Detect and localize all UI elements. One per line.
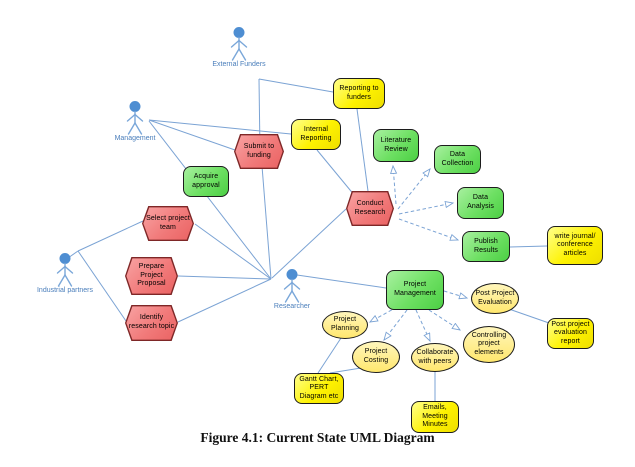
- actor-management: Management: [115, 101, 155, 142]
- connector-industrial-selectteam: [77, 220, 144, 252]
- connector-internalreporting-conductresearch: [316, 149, 356, 197]
- arrow-pm-posteval: [443, 290, 467, 298]
- node-project-management: Project Management: [386, 270, 444, 310]
- node-write-journal-articles: write journal/ conference articles: [547, 226, 603, 265]
- actor-label: Researcher: [273, 303, 311, 310]
- node-conduct-research: Conduct Research: [346, 191, 394, 226]
- connector-industrial-identifytopic: [77, 250, 127, 322]
- node-emails-meeting-minutes: Emails, Meeting Minutes: [411, 401, 459, 433]
- actor-industrial-partners: Industrial partners: [37, 253, 93, 294]
- node-prepare-project-proposal: Prepare Project Proposal: [125, 257, 178, 295]
- connector-management-internalreporting: [148, 119, 292, 135]
- connector-researcher-projectmgmt: [296, 274, 387, 289]
- connector-submit-researcher: [261, 165, 272, 280]
- connector-planning-gantt: [317, 337, 342, 374]
- stick-figure-icon: [126, 101, 144, 135]
- node-data-analysis: Data Analysis: [457, 187, 504, 219]
- connector-proposal-researcher: [177, 275, 272, 280]
- actor-researcher: Researcher: [274, 269, 310, 310]
- connector-selectteam-researcher: [194, 223, 272, 280]
- actor-label: Management: [114, 135, 156, 142]
- arrow-pm-planning: [370, 306, 398, 322]
- node-identify-research-topic: Identify research topic: [125, 305, 178, 341]
- connector-costing-gantt: [329, 367, 362, 374]
- arrow-conduct-dataanalysis: [398, 203, 453, 215]
- figure-caption: Figure 4.1: Current State UML Diagram: [200, 430, 435, 445]
- node-project-costing: Project Costing: [352, 341, 400, 373]
- connector-publish-writejournal: [509, 245, 548, 248]
- node-post-project-evaluation: Post Project Evaluation: [471, 283, 519, 314]
- node-project-planning: Project Planning: [322, 311, 368, 339]
- node-post-project-evaluation-report: Post project evaluation report: [547, 318, 594, 349]
- node-data-collection: Data Collection: [434, 145, 481, 174]
- arrow-pm-collaborate: [415, 309, 430, 341]
- connector-identifytopic-researcher: [177, 278, 272, 323]
- actor-label: Industrial partners: [36, 287, 94, 294]
- stick-figure-icon: [230, 27, 248, 61]
- connector-reporting-conductresearch: [356, 108, 369, 192]
- stick-figure-icon: [56, 253, 74, 287]
- arrow-pm-controlling: [428, 309, 460, 330]
- arrow-pm-costing: [384, 309, 408, 340]
- node-literature-review: Literature Review: [373, 129, 419, 162]
- connector-extfunders-reporting: [258, 78, 334, 93]
- arrow-conduct-publish: [398, 218, 458, 240]
- connector-management-researcher: [148, 120, 272, 280]
- node-submit-to-funding: Submit to funding: [234, 134, 284, 169]
- connector-posteval-report: [505, 307, 550, 324]
- stick-figure-icon: [283, 269, 301, 303]
- connector-management-submit: [148, 119, 236, 151]
- actor-label: External Funders: [212, 61, 266, 68]
- node-publish-results: Publish Results: [462, 231, 510, 262]
- connector-researcher-conductresearch: [271, 208, 347, 279]
- node-controlling-project-elements: Controlling project elements: [463, 326, 515, 363]
- node-collaborate-with-peers: Collaborate with peers: [411, 343, 459, 372]
- arrow-conduct-datacollection: [397, 169, 430, 210]
- node-gantt-chart: Gantt Chart, PERT Diagram etc: [294, 373, 344, 404]
- actor-external-funders: External Funders: [212, 27, 266, 68]
- node-select-project-team: Select project team: [142, 206, 194, 241]
- node-acquire-approval: Acquire approval: [183, 166, 229, 197]
- arrow-conduct-literature: [393, 166, 396, 205]
- dashed-dependency-arrows: [370, 166, 467, 341]
- node-reporting-to-funders: Reporting to funders: [333, 78, 385, 109]
- node-internal-reporting: Internal Reporting: [291, 119, 341, 150]
